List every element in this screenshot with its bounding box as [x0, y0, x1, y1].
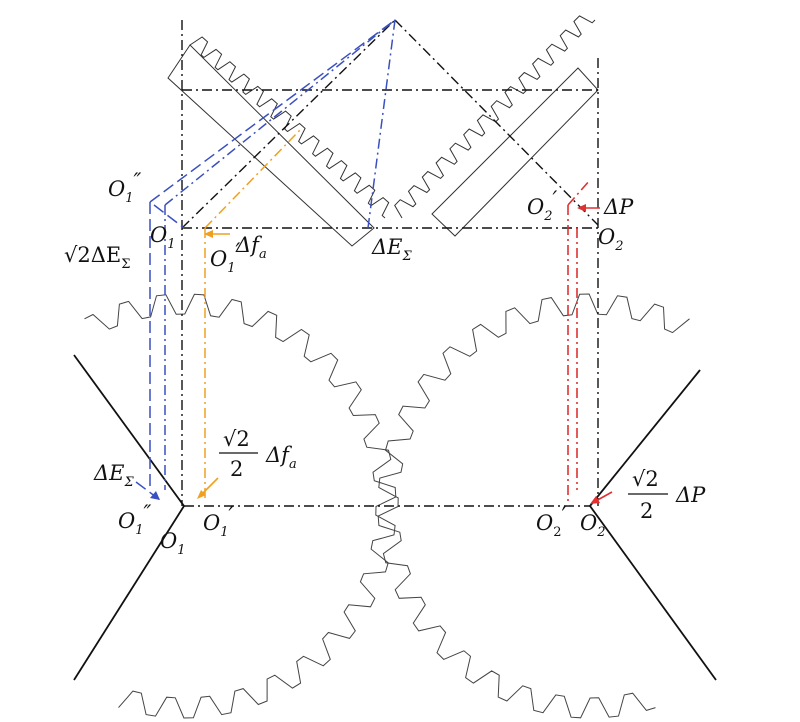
blue-offset-lines [135, 19, 396, 501]
frac-p-numerator: √2 [632, 467, 659, 491]
label-o2-prime-bottom: O2′ [536, 503, 567, 540]
left-gear-outline [84, 293, 397, 719]
left-rack [167, 36, 390, 247]
right-rack [394, 15, 599, 237]
right-rack-body [431, 67, 599, 237]
label-sqrt2-delta-e-sigma: √2ΔEΣ [64, 243, 130, 272]
label-o1-top: O1 [150, 223, 176, 252]
frac-fa-symbol: Δfa [265, 443, 297, 472]
red-offset-lines [567, 179, 613, 506]
left-gear-lower-edge [73, 505, 185, 681]
right-rack-teeth [394, 15, 596, 219]
frac-p-symbol: ΔP [675, 483, 706, 507]
right-gear-lower-edge [589, 505, 717, 681]
label-o1-prime-bottom: O1′ [203, 503, 234, 540]
labels: O1″ O1 O1′ √2ΔEΣ Δfa ΔEΣ O2′ ΔP O2 ΔEΣ O… [64, 169, 706, 558]
label-delta-e-sigma-left: ΔEΣ [93, 461, 135, 490]
frac-fa-denominator: 2 [230, 457, 243, 481]
right-gear-upper-edge [589, 369, 701, 507]
left-rack-body [167, 44, 375, 247]
left-rack-teeth [189, 36, 390, 219]
label-o1-prime-top: O1′ [210, 239, 241, 276]
label-o1-double-prime-bottom: O1″ [118, 501, 152, 538]
label-o1-bottom: O1 [160, 529, 186, 558]
label-o2-prime-top: O2′ [527, 187, 558, 224]
label-delta-fa: Δfa [235, 233, 267, 262]
frac-p-denominator: 2 [640, 499, 653, 523]
label-delta-p: ΔP [603, 195, 634, 219]
label-o1-double-prime-top: O1″ [108, 169, 142, 206]
label-delta-e-sigma-center: ΔEΣ [371, 235, 413, 264]
construction-lines [181, 19, 599, 507]
frac-fa-numerator: √2 [223, 427, 250, 451]
label-o2-top: O2 [598, 225, 624, 254]
orange-offset-lines [197, 129, 301, 500]
right-gear-outline [377, 293, 690, 719]
label-o2-bottom: O2 [580, 511, 606, 540]
